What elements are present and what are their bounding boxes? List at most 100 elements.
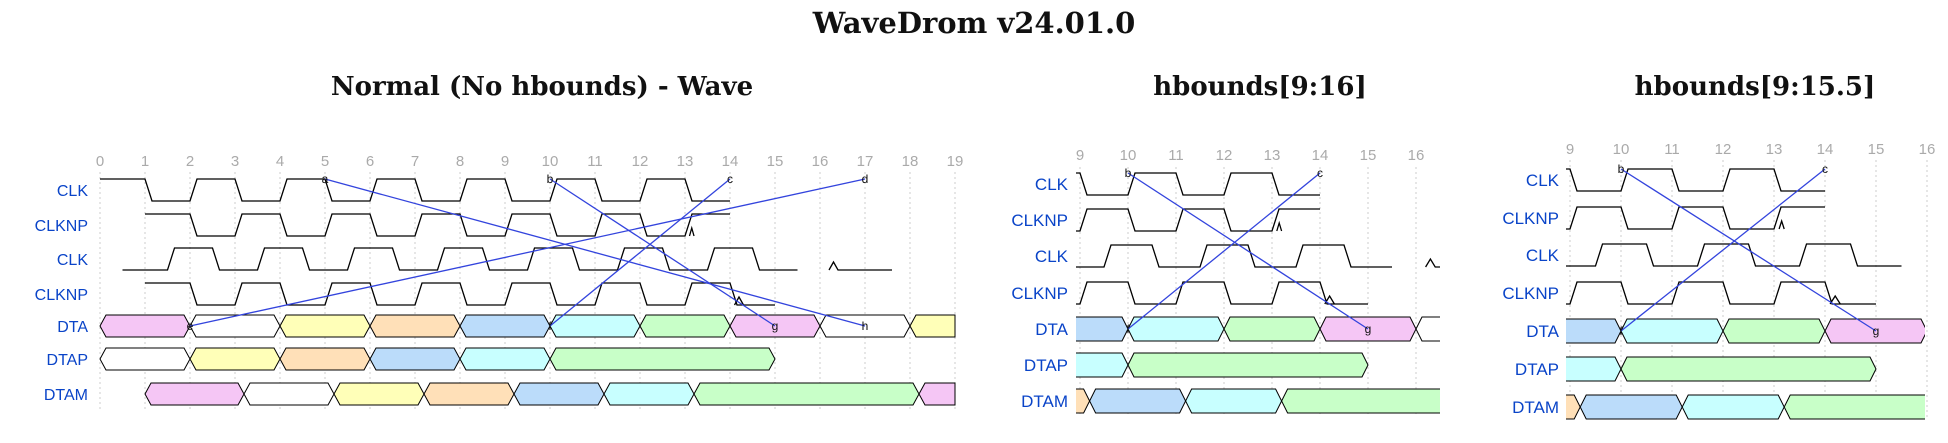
- glitch-mark: [828, 260, 892, 271]
- clknp-wave: [145, 213, 730, 237]
- bus-segment: [693, 382, 920, 406]
- tick-label: 11: [1664, 141, 1680, 158]
- tick-label: 12: [1216, 147, 1233, 164]
- arrow-c-f: [1620, 168, 1826, 332]
- tick-label: 3: [231, 153, 239, 170]
- tick-label: 5: [321, 153, 329, 170]
- glitch-mark: [1829, 294, 1841, 305]
- signal-label-clknp: CLKNP: [35, 218, 88, 235]
- node-label-b: b: [1618, 162, 1625, 176]
- bus-segment: [279, 314, 371, 338]
- node-label-a: a: [322, 172, 329, 186]
- signal-label-clknp: CLKNP: [1011, 284, 1068, 303]
- arrow-group: [189, 178, 866, 327]
- arrow-b-g: [1127, 172, 1369, 330]
- bus-segment: [369, 347, 461, 371]
- bus-segment: [603, 382, 695, 406]
- signal-label-clk: CLK: [1035, 247, 1069, 266]
- arrow-a-h: [324, 178, 866, 327]
- signal-label-dtap: DTAP: [47, 352, 88, 369]
- tick-label: 14: [722, 153, 739, 170]
- bus-segment: [459, 347, 551, 371]
- bus-segment: [549, 347, 776, 371]
- clknp2-wave: [1566, 281, 1876, 305]
- bus-segment: [144, 382, 245, 406]
- tick-label: 13: [1766, 141, 1783, 158]
- waveforms: [840, 172, 1440, 414]
- node-label-e: e: [187, 319, 194, 333]
- bus-segment: [1927, 319, 1948, 343]
- clk-wave: [100, 178, 730, 202]
- signal-label-dta: DTA: [1035, 320, 1068, 339]
- bus-segment: [333, 382, 425, 406]
- glitch-mark: [1937, 258, 1948, 266]
- arrow-b-g: [1620, 168, 1877, 332]
- bus-segment: [1415, 316, 1440, 342]
- tick-label: 4: [276, 153, 284, 170]
- tick-label: 16: [1408, 147, 1425, 164]
- tick-label: 11: [1168, 147, 1184, 164]
- bus-segment: [189, 314, 281, 338]
- bus-segment: [459, 314, 551, 338]
- tick-label: 16: [1919, 141, 1936, 158]
- bus-segment: [918, 382, 956, 406]
- bus-segment: [1089, 388, 1187, 414]
- signal-label-dta: DTA: [57, 319, 88, 336]
- arrow-c-f: [549, 178, 731, 327]
- glitch-mark: [733, 295, 745, 306]
- bus-segment: [936, 353, 1032, 377]
- panel-title-hbounds-9-16: hbounds[9:16]: [1153, 72, 1367, 102]
- tick-label: 18: [902, 153, 919, 170]
- tick-label: 9: [1566, 141, 1574, 158]
- node-label-f: f: [548, 319, 552, 333]
- clk2-wave: [1566, 243, 1902, 267]
- tick-label: 12: [1715, 141, 1732, 158]
- bus-segment: [549, 314, 641, 338]
- clknp-wave: [1566, 206, 1825, 230]
- bus-segment: [1417, 357, 1519, 381]
- signal-label-clknp: CLKNP: [35, 287, 88, 304]
- clknp2-wave: [1076, 281, 1368, 305]
- tick-label: 7: [411, 153, 419, 170]
- tick-label: 16: [812, 153, 829, 170]
- tick-label: 6: [366, 153, 374, 170]
- tick-label: 11: [587, 153, 603, 170]
- bus-segment: [1579, 394, 1683, 420]
- node-label-d: d: [862, 172, 869, 186]
- panel-title-normal: Normal (No hbounds) - Wave: [330, 72, 754, 102]
- bus-segment: [1281, 388, 1440, 414]
- tick-label: 15: [767, 153, 784, 170]
- arrow-group: [1127, 172, 1369, 330]
- signal-label-dtam: DTAM: [1021, 392, 1068, 411]
- bus-segment: [1185, 388, 1283, 414]
- tick-label: 1: [141, 153, 149, 170]
- bus-segment: [1620, 356, 1877, 382]
- bus-segment: [99, 314, 191, 338]
- bus-segment: [1722, 318, 1826, 344]
- tick-label: 8: [456, 153, 464, 170]
- tick-label: 0: [96, 153, 104, 170]
- page-title: WaveDrom v24.01.0: [812, 6, 1136, 40]
- bus-segment: [243, 382, 335, 406]
- node-label-b: b: [547, 172, 554, 186]
- waveforms: [99, 178, 956, 406]
- tick-label: 10: [1120, 147, 1137, 164]
- tick-label: 9: [501, 153, 509, 170]
- node-label-c: c: [727, 172, 733, 186]
- tick-label: 13: [677, 153, 694, 170]
- node-label-c: c: [1317, 166, 1323, 180]
- signal-label-clk: CLK: [57, 252, 88, 269]
- signal-label-clk: CLK: [1035, 175, 1069, 194]
- clk-wave: [1076, 172, 1320, 196]
- tick-label: 14: [1312, 147, 1329, 164]
- clknp-wave: [1076, 208, 1320, 232]
- bus-segment: [423, 382, 515, 406]
- arrow-e-d: [189, 178, 866, 327]
- bus-segment: [840, 353, 936, 377]
- node-label-b: b: [1125, 166, 1132, 180]
- arrow-b-g: [549, 178, 776, 327]
- tick-label: 12: [632, 153, 649, 170]
- signal-label-clknp: CLKNP: [1502, 284, 1559, 303]
- node-label-c: c: [1822, 162, 1828, 176]
- bus-segment: [909, 314, 956, 338]
